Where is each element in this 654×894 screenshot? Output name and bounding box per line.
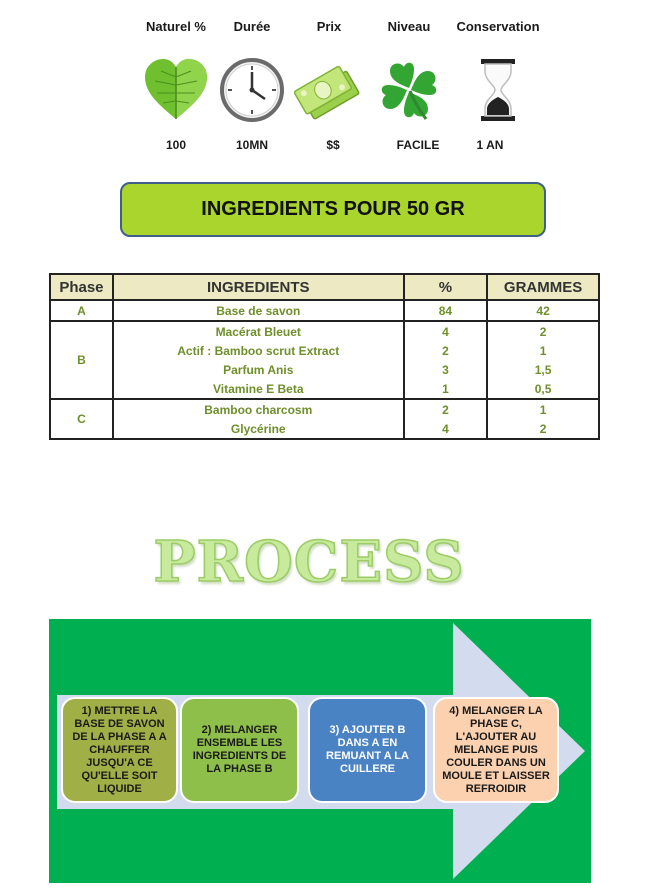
process-step-1: 1) METTRE LA BASE DE SAVON DE LA PHASE A… bbox=[61, 697, 178, 803]
heart-leaf-icon bbox=[145, 59, 207, 119]
ingredient-cell: Bamboo charcosm bbox=[111, 399, 405, 419]
table-row: Parfum Anis 3 1,5 bbox=[50, 360, 600, 379]
stat-natural-value: 100 bbox=[165, 138, 187, 152]
table-row: A Base de savon 84 42 bbox=[49, 300, 600, 322]
grams-cell: 1 bbox=[486, 399, 600, 419]
percent-cell: 4 bbox=[402, 419, 489, 440]
process-title: PROCESS bbox=[153, 528, 465, 596]
grams-cell: 2 bbox=[486, 321, 600, 341]
percent-cell: 1 bbox=[402, 379, 489, 400]
ingredient-cell: Actif : Bamboo scrut Extract bbox=[111, 341, 405, 360]
process-step-4: 4) MELANGER LA PHASE C, L'AJOUTER AU MEL… bbox=[433, 697, 559, 803]
stat-duration-value: 10MN bbox=[235, 138, 268, 152]
stat-level-label: Niveau bbox=[387, 19, 431, 34]
ingredients-banner: INGREDIENTS POUR 50 GR bbox=[120, 182, 546, 237]
hourglass-icon bbox=[481, 59, 515, 121]
phase-cell-a: A bbox=[49, 300, 114, 322]
percent-cell: 2 bbox=[402, 399, 489, 419]
stat-storage-label: Conservation bbox=[456, 19, 540, 34]
table-row: B Macérat Bleuet 4 2 bbox=[49, 321, 600, 400]
header-grams: GRAMMES bbox=[486, 273, 600, 301]
header-ingredients: INGREDIENTS bbox=[111, 273, 405, 301]
table-row: Actif : Bamboo scrut Extract 2 1 bbox=[50, 341, 600, 360]
process-step-3: 3) AJOUTER B DANS A EN REMUANT A LA CUIL… bbox=[308, 697, 427, 803]
grams-cell: 0,5 bbox=[486, 379, 600, 400]
percent-cell: 3 bbox=[402, 360, 489, 379]
ingredient-cell: Macérat Bleuet bbox=[111, 321, 405, 341]
table-row: C Bamboo charcosm 2 1 bbox=[49, 399, 600, 440]
percent-cell: 4 bbox=[402, 321, 489, 341]
stat-price-value: $$ bbox=[326, 138, 340, 152]
grams-cell: 1 bbox=[486, 341, 600, 360]
ingredients-table: Phase INGREDIENTS % GRAMMES A Base de sa… bbox=[49, 273, 600, 440]
header-percent: % bbox=[402, 273, 489, 301]
stat-price-label: Prix bbox=[316, 19, 342, 34]
header-phase: Phase bbox=[49, 273, 114, 301]
stat-storage-value: 1 AN bbox=[476, 138, 504, 152]
grams-cell: 1,5 bbox=[486, 360, 600, 379]
table-header-row: Phase INGREDIENTS % GRAMMES bbox=[49, 273, 600, 301]
clock-icon bbox=[220, 58, 284, 122]
table-row: Vitamine E Beta 1 0,5 bbox=[50, 379, 600, 400]
percent-cell: 2 bbox=[402, 341, 489, 360]
stat-natural-label: Naturel % bbox=[146, 19, 206, 34]
phase-cell-b: B bbox=[49, 321, 114, 400]
percent-cell: 84 bbox=[402, 300, 489, 322]
table-row: Glycérine 4 2 bbox=[50, 419, 600, 440]
grams-cell: 2 bbox=[486, 419, 600, 440]
stat-duration-label: Durée bbox=[233, 19, 271, 34]
grams-cell: 42 bbox=[486, 300, 600, 322]
ingredient-cell: Base de savon bbox=[111, 300, 405, 322]
process-step-2: 2) MELANGER ENSEMBLE LES INGREDIENTS DE … bbox=[180, 697, 299, 803]
phase-cell-c: C bbox=[49, 399, 114, 440]
ingredient-cell: Vitamine E Beta bbox=[111, 379, 405, 400]
process-panel: 1) METTRE LA BASE DE SAVON DE LA PHASE A… bbox=[49, 619, 591, 883]
banknotes-icon bbox=[293, 65, 360, 120]
ingredient-cell: Glycérine bbox=[111, 419, 405, 440]
ingredient-cell: Parfum Anis bbox=[111, 360, 405, 379]
stat-level-value: FACILE bbox=[396, 138, 440, 152]
four-leaf-clover-icon bbox=[381, 62, 437, 120]
